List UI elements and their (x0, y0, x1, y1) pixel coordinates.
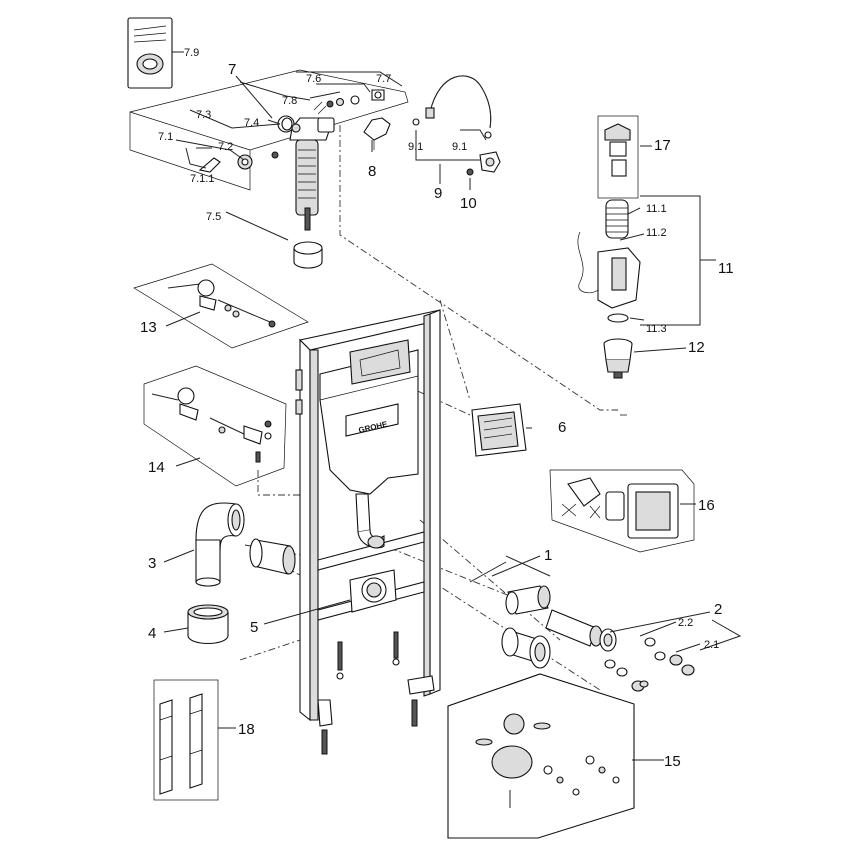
part-13-kit (133, 263, 309, 349)
label-17: 17 (654, 137, 671, 154)
part-elbow-sleeve (249, 538, 296, 575)
label-7: 7 (228, 61, 236, 78)
label-5: 5 (250, 619, 258, 636)
label-7-1-1: 7.1.1 (190, 173, 214, 185)
part-2-pipe (545, 609, 617, 652)
part-14-kit (143, 365, 287, 487)
label-15: 15 (664, 753, 681, 770)
label-7-2: 7.2 (218, 141, 233, 153)
part-7-5-float (293, 241, 323, 269)
label-7-6: 7.6 (306, 73, 321, 85)
label-14: 14 (148, 459, 165, 476)
label-9: 9 (434, 185, 442, 202)
part-17-box (597, 115, 639, 199)
part-9-hose (412, 75, 501, 176)
label-7-3: 7.3 (196, 109, 211, 121)
frame-bolts (321, 631, 418, 755)
label-11-1: 11.1 (646, 203, 667, 215)
label-6: 6 (558, 419, 566, 436)
part-8-lever (363, 117, 391, 150)
label-2-1: 2.1 (704, 639, 719, 651)
label-3: 3 (148, 555, 156, 572)
label-1: 1 (544, 547, 552, 564)
label-12: 12 (688, 339, 705, 356)
part-18-brackets (153, 679, 219, 801)
label-7-4: 7.4 (244, 117, 259, 129)
label-7-9: 7.9 (184, 47, 199, 59)
part-7-6-7-8 (313, 89, 385, 115)
label-2-2: 2.2 (678, 617, 693, 629)
label-2: 2 (714, 601, 722, 618)
label-11: 11 (718, 260, 734, 277)
label-10: 10 (460, 195, 477, 212)
label-7-8: 7.8 (282, 95, 297, 107)
part-15-insulation (447, 673, 635, 839)
label-9-1-b: 9.1 (452, 141, 467, 153)
label-7-1: 7.1 (158, 131, 173, 143)
part-2-1-washers (604, 637, 695, 692)
part-16-kit (549, 469, 695, 553)
label-16: 16 (698, 497, 715, 514)
label-7-5: 7.5 (206, 211, 221, 223)
label-11-3: 11.3 (646, 323, 667, 335)
leader-lines (163, 51, 742, 761)
callout-labels: 7.9 7 7.6 7.7 7.8 7.3 7.4 7.1 7.2 7.1.1 … (140, 47, 734, 770)
part-4-cap (187, 604, 229, 645)
main-frame (295, 309, 441, 727)
label-11-2: 11.2 (646, 227, 667, 239)
label-7-7: 7.7 (376, 73, 391, 85)
part-waste-sleeve (501, 627, 551, 669)
label-9-1-a: 9.1 (408, 141, 423, 153)
label-13: 13 (140, 319, 157, 336)
part-3-elbow (195, 502, 245, 587)
part-11-flush-valve (577, 195, 701, 326)
part-1-connector (469, 555, 551, 615)
label-8: 8 (368, 163, 376, 180)
part-12-valve-seat (603, 338, 633, 379)
label-18: 18 (238, 721, 255, 738)
part-7-fill-valve (277, 115, 335, 231)
part-6-box (471, 403, 527, 457)
label-4: 4 (148, 625, 156, 642)
part-7-9-bag (127, 17, 184, 89)
